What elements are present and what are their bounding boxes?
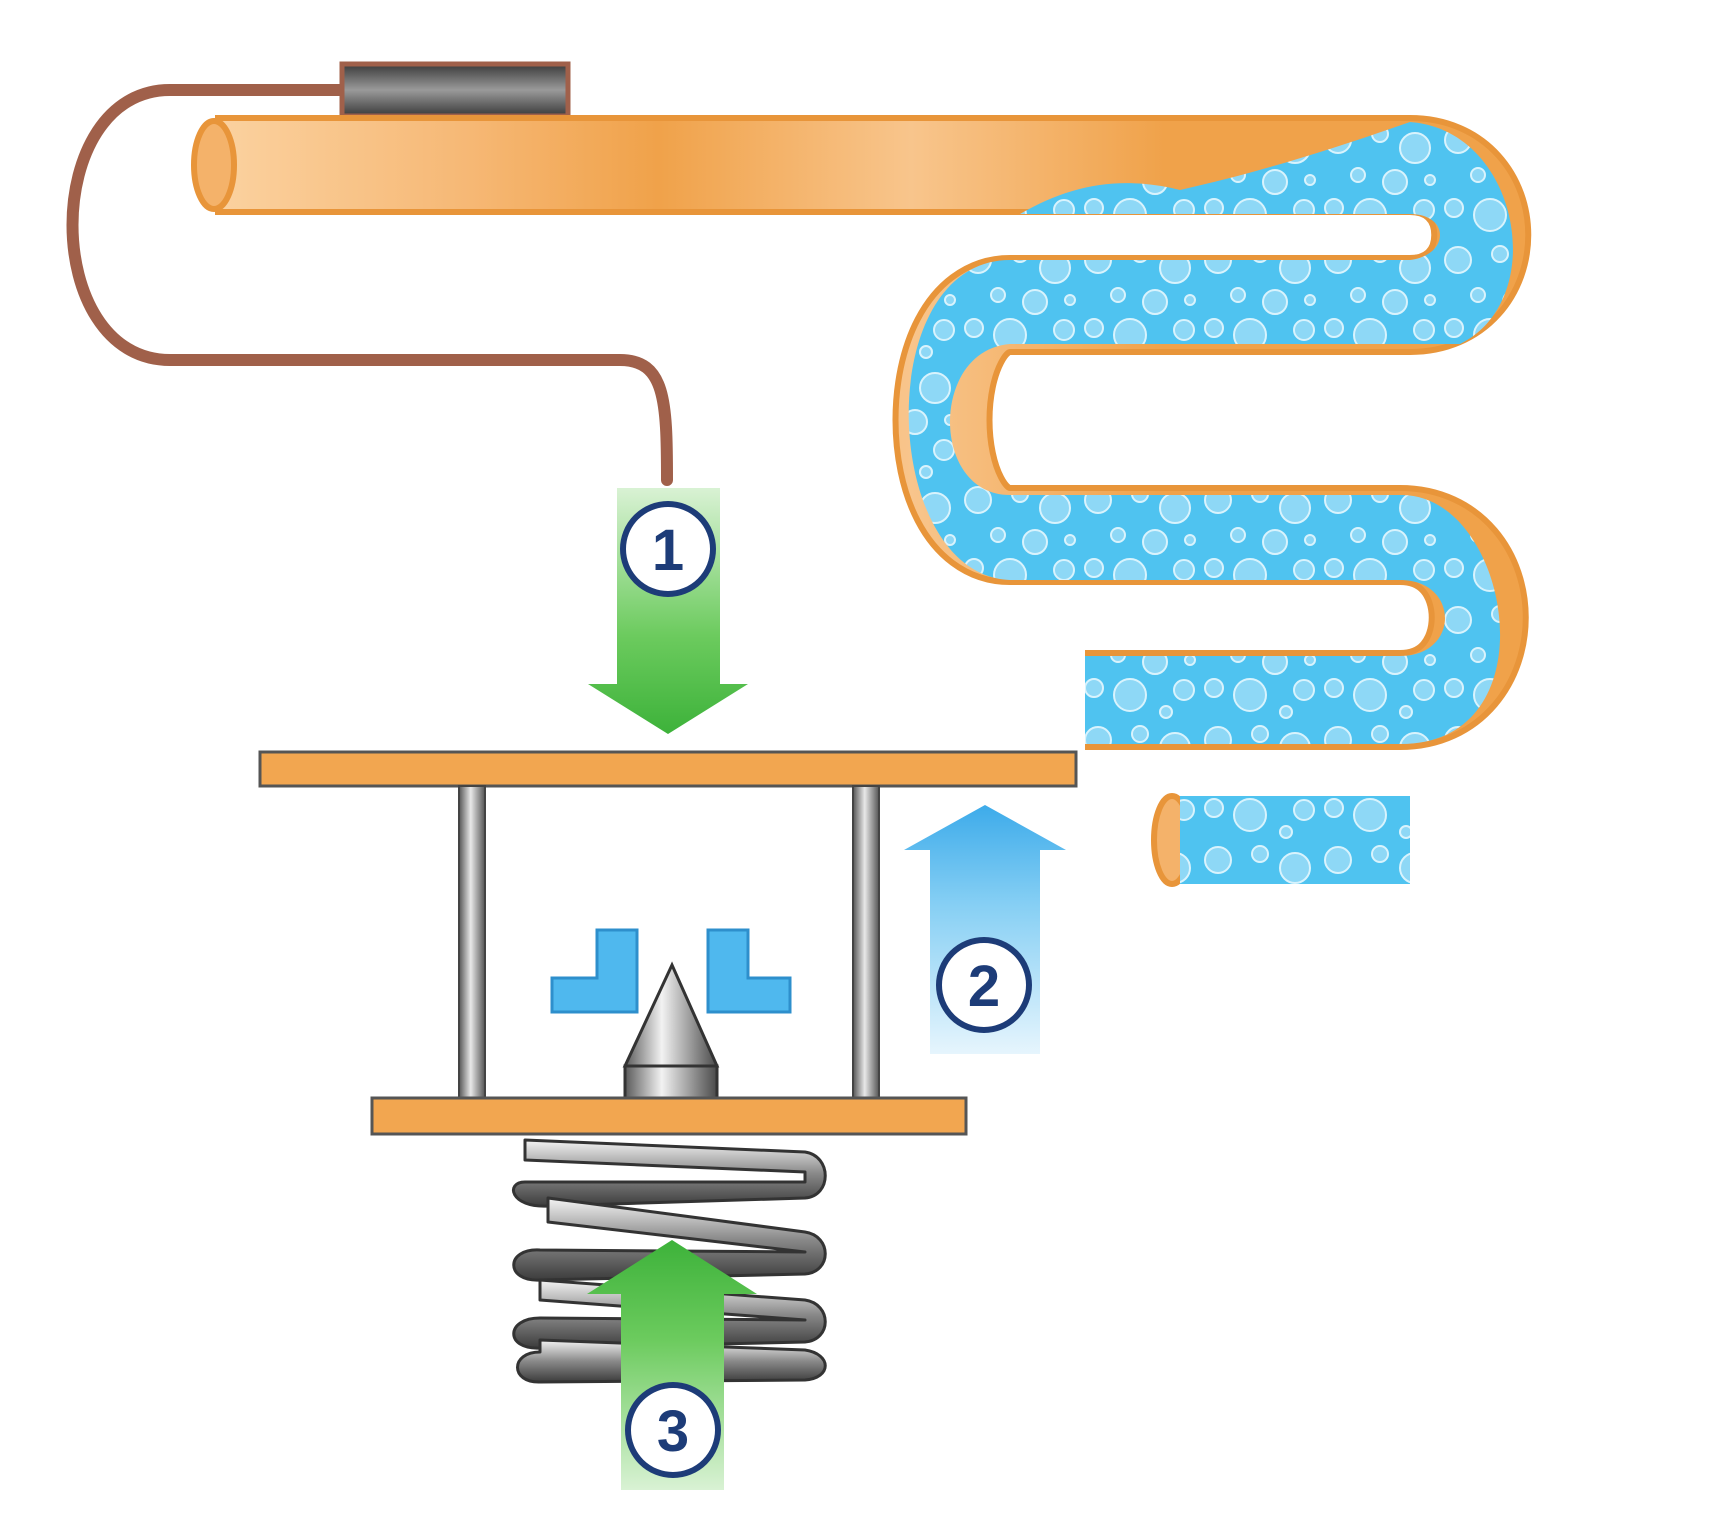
tube-end-left [191, 118, 237, 212]
label-circle-1: 1 [620, 501, 716, 597]
needle-valve-icon [622, 961, 720, 1100]
label-circle-2: 2 [936, 937, 1032, 1033]
capillary-tube [66, 84, 673, 486]
valve-seat-icon [550, 928, 639, 1014]
bottom-plate [370, 1096, 968, 1136]
top-plate [258, 750, 1078, 788]
label-2-text: 2 [968, 954, 1000, 1019]
label-circle-3: 3 [625, 1382, 721, 1478]
guide-rod-right [852, 785, 880, 1099]
valve-seat-right [706, 928, 792, 1014]
label-1-text: 1 [652, 518, 684, 583]
guide-rod-left [458, 785, 486, 1099]
bulb-icon [339, 61, 571, 119]
evaporator-coil [215, 122, 1513, 744]
refrigerant-fluid [908, 122, 1513, 745]
label-3-text: 3 [657, 1399, 689, 1464]
